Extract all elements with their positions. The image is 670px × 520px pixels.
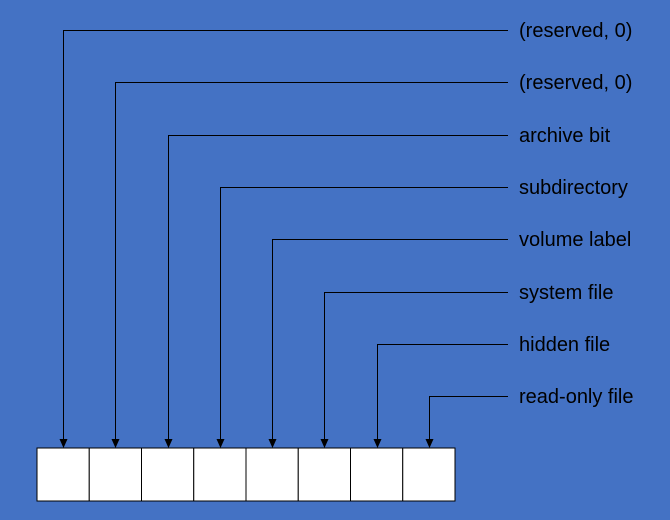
arrowhead: [59, 439, 68, 448]
arrowhead: [425, 439, 434, 448]
bit-cell-7: [36, 447, 90, 502]
leader-line: [63, 30, 508, 439]
leader-line: [168, 135, 508, 439]
bit-cell-1: [350, 447, 404, 502]
leader-line: [429, 396, 508, 439]
leader-line: [220, 187, 508, 439]
bit-label: subdirectory: [519, 177, 628, 199]
bit-cell-4: [193, 447, 247, 502]
leader-line: [377, 344, 508, 439]
bit-label: (reserved, 0): [519, 72, 632, 94]
bit-label: archive bit: [519, 125, 611, 147]
bit-label: hidden file: [519, 334, 610, 356]
arrowhead: [320, 439, 329, 448]
bit-labels: (reserved, 0) (reserved, 0) archive bit sub…: [519, 20, 634, 408]
arrowhead: [164, 439, 173, 448]
bit-cell-3: [245, 447, 299, 502]
arrowhead: [111, 439, 120, 448]
arrowhead: [216, 439, 225, 448]
arrowhead: [268, 439, 277, 448]
arrowhead: [373, 439, 382, 448]
bit-cell-5: [141, 447, 195, 502]
bit-cells: [36, 447, 456, 502]
bit-cell-0: [402, 447, 456, 502]
bit-cell-6: [88, 447, 142, 502]
bit-label: (reserved, 0): [519, 20, 632, 42]
bit-cell-2: [297, 447, 351, 502]
bit-label: volume label: [519, 229, 631, 251]
leader-lines: [59, 30, 508, 448]
leader-line: [324, 292, 508, 439]
bit-label: read-only file: [519, 386, 634, 408]
bit-label: system file: [519, 282, 613, 304]
leader-line: [115, 82, 508, 439]
leader-line: [272, 239, 508, 439]
